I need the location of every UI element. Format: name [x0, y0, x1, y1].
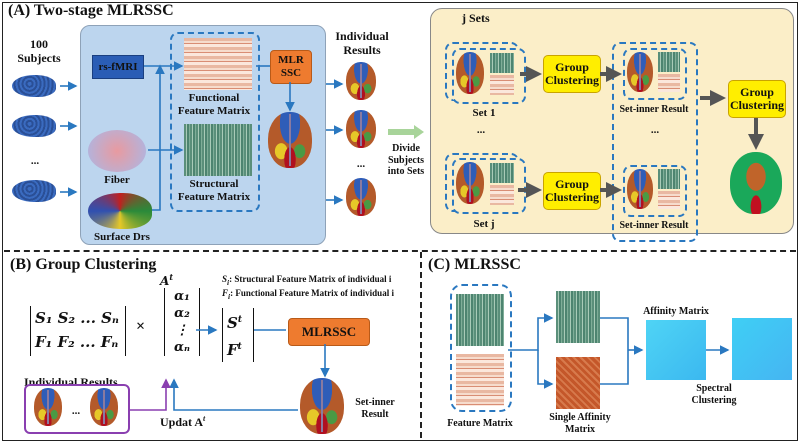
set-inner-label-j: Set-inner Result [619, 220, 689, 231]
spectral-label: Spectral Clustering [691, 383, 737, 406]
set-inner-1 [623, 48, 687, 100]
st-ft-vector: St Ft [222, 308, 254, 362]
panel-c-title: (C) MLRSSC [428, 256, 521, 273]
set-inner-func-1 [658, 74, 680, 92]
sets-title: j Sets [462, 11, 490, 25]
subject-brain-2 [12, 115, 56, 137]
mlrssc-result-brain [268, 112, 312, 168]
panel-a-title: (A) Two-stage MLRSSC [8, 2, 174, 19]
set-inner-func-j [658, 191, 680, 209]
feature-matrix-group [170, 32, 260, 212]
alpha-vector: α₁ α₂ ⋮ αₙ [164, 288, 200, 356]
structural-label: Structural Feature Matrix [177, 178, 251, 203]
fiber-brain-icon [88, 130, 146, 172]
alpha-dots: ⋮ [175, 323, 189, 338]
group-clustering-box-j: Group Clustering [543, 172, 601, 210]
setj-label: Set j [473, 218, 495, 230]
feature-matrix-label: Feature Matrix [447, 418, 513, 429]
subject-brain-1 [12, 75, 56, 97]
times-sign: × [136, 318, 146, 335]
divide-label: Divide Subjects into Sets [387, 143, 425, 177]
panel-b-title: (B) Group Clustering [10, 256, 157, 273]
set-inner-struct-j [658, 169, 680, 189]
affinity-matrix-image [646, 320, 706, 380]
set-inner-brain-j [627, 169, 653, 209]
set1-func [490, 75, 514, 95]
update-label: Updat At [160, 414, 206, 429]
struct-matrix-c [456, 294, 504, 346]
subjects-label: 100 Subjects [17, 37, 61, 65]
subjects-ellipsis: ... [30, 155, 40, 167]
set1-label: Set 1 [472, 107, 496, 119]
set-inner-group [612, 42, 698, 242]
set-inner-j [623, 165, 687, 217]
horizontal-divider [4, 250, 796, 252]
setj-brain [456, 162, 484, 204]
row-s: S₁ S₂ ... Sₙ [35, 309, 119, 327]
at-text: A [160, 274, 170, 288]
subject-brain-3 [12, 180, 56, 202]
at-label: At [160, 272, 174, 288]
set1-struct [490, 53, 514, 73]
setj-struct [490, 163, 514, 183]
setj-func [490, 185, 514, 205]
fiber-label: Fiber [104, 174, 130, 186]
single-affinity-struct [556, 291, 600, 343]
affinity-label: Affinity Matrix [643, 306, 709, 317]
alpha-2: α₂ [174, 306, 190, 321]
single-affinity-func [556, 357, 600, 409]
legend-f-text: : Functional Feature Matrix of individua… [230, 288, 394, 298]
individual-brain-3 [346, 178, 376, 216]
functional-label: Functional Feature Matrix [177, 92, 251, 117]
rsfmri-box: rs-fMRI [92, 55, 144, 79]
individual-brain-2 [346, 110, 376, 148]
group-clustering-box-1: Group Clustering [543, 55, 601, 93]
sets-ellipsis: ... [476, 124, 486, 136]
individual-brain-1 [346, 62, 376, 100]
legend-f: Fi: Functional Feature Matrix of individ… [222, 288, 394, 301]
set-inner-ellipsis: ... [650, 124, 660, 136]
group-clustering-final: Group Clustering [728, 80, 786, 118]
ft-label: Ft [227, 341, 242, 359]
single-affinity-label: Single Affinity Matrix [549, 412, 611, 435]
ind-ellipsis-b: ... [71, 405, 81, 417]
alpha-1: α₁ [174, 289, 190, 304]
final-brain [730, 152, 782, 214]
functional-matrix-image [184, 38, 252, 90]
st-text: S [227, 314, 238, 332]
individual-results-label: Individual Results [335, 29, 389, 57]
ind-brain-b2 [90, 388, 118, 426]
set1-brain [456, 52, 484, 94]
ft-text: F [227, 341, 238, 359]
ind-brain-b1 [34, 388, 62, 426]
mlrssc-box-b: MLRSSC [288, 318, 370, 346]
set-inner-label-b: Set-inner Result [355, 397, 395, 420]
set-inner-label-1: Set-inner Result [619, 104, 689, 115]
individual-ellipsis: ... [356, 158, 366, 170]
func-matrix-c [456, 354, 504, 406]
clustered-matrix-image [732, 318, 792, 380]
structural-matrix-image [184, 124, 252, 176]
legend-s: Si: Structural Feature Matrix of individ… [222, 274, 392, 287]
vertical-divider [420, 252, 422, 438]
surface-label: Surface Drs [94, 231, 150, 243]
legend-s-text: : Structural Feature Matrix of individua… [229, 274, 392, 284]
update-text: Updat A [160, 415, 204, 429]
row-f: F₁ F₂ ... Fₙ [35, 333, 119, 351]
feature-matrix-bracket: S₁ S₂ ... Sₙ F₁ F₂ ... Fₙ [30, 306, 126, 356]
set-inner-brain-1 [627, 52, 653, 92]
set-inner-brain-b [300, 378, 344, 434]
mlrssc-box-a: MLR SSC [270, 50, 312, 84]
st-label: St [227, 314, 243, 332]
alpha-n: αₙ [174, 340, 190, 355]
set-inner-struct-1 [658, 52, 680, 72]
surface-brain-icon [88, 193, 152, 229]
